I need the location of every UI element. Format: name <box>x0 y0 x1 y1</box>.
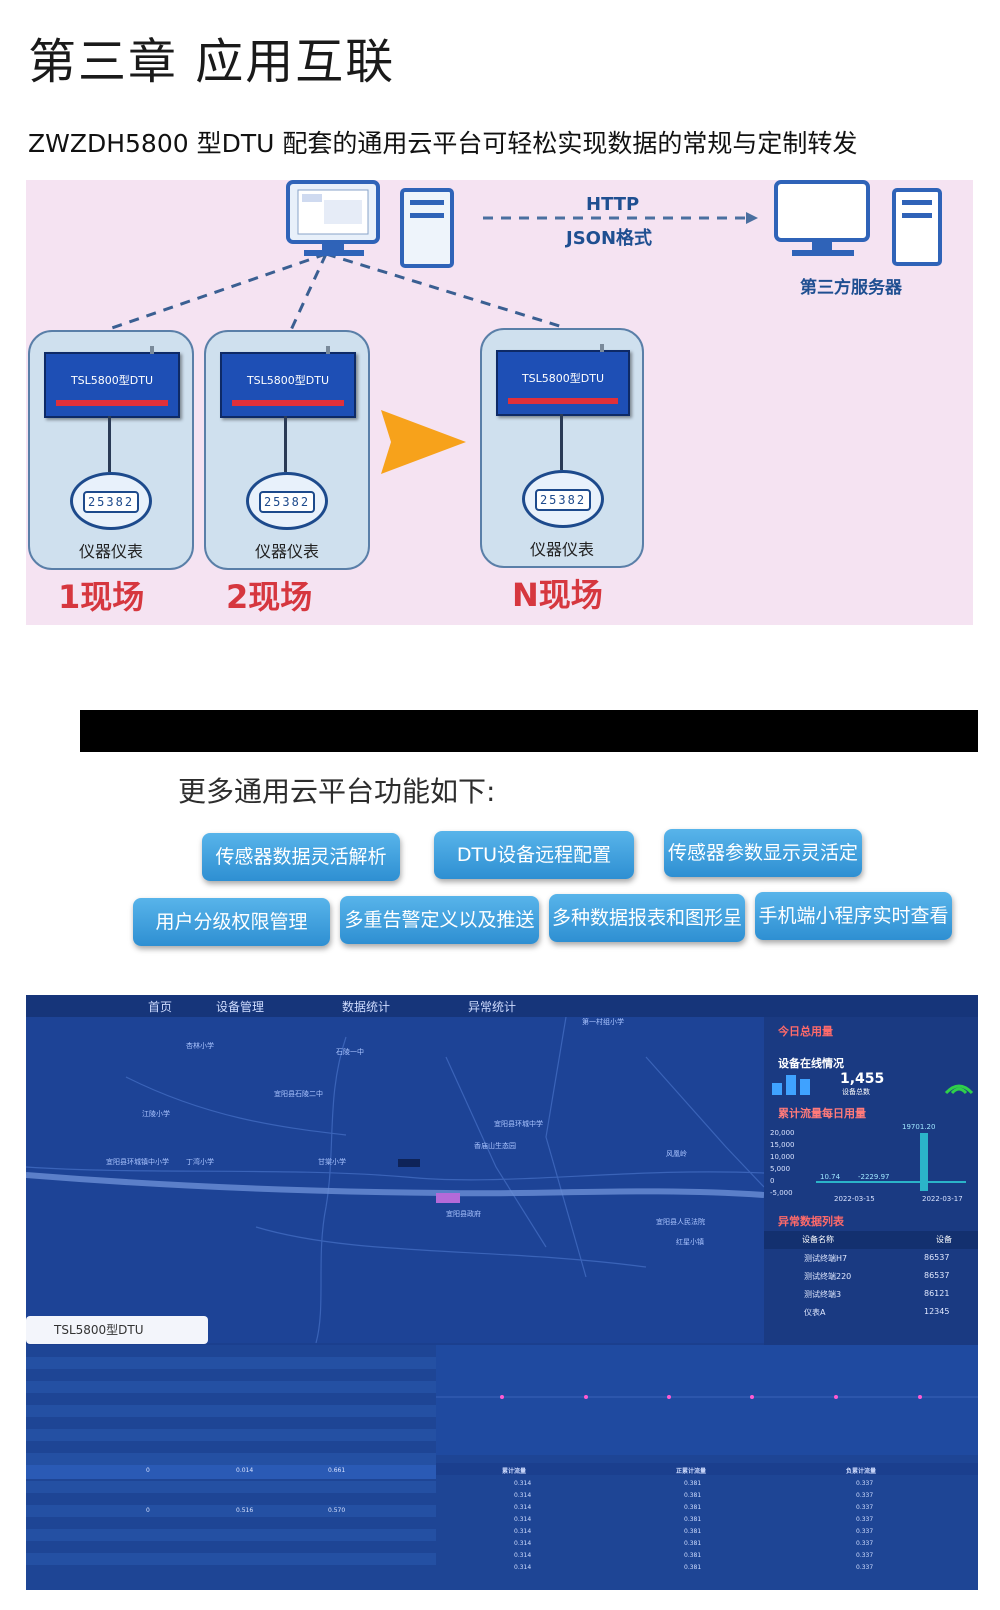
feature-permissions: 用户分级权限管理 <box>133 898 330 946</box>
dashboard-nav: 首页 设备管理 数据统计 异常统计 <box>26 995 978 1017</box>
meter-icon: 25382 <box>522 470 604 528</box>
dtu-device: TSL5800型DTU <box>220 346 356 418</box>
flow-title: 累计流量每日用量 <box>778 1107 866 1120</box>
protocol-json: JSON格式 <box>566 228 653 249</box>
chapter-title: 第三章 应用互联 <box>28 34 396 90</box>
subtitle: ZWZDH5800 型DTU 配套的通用云平台可轻松实现数据的常规与定制转发 <box>28 129 858 158</box>
dtu-tab[interactable]: TSL5800型DTU <box>26 1316 208 1344</box>
table-row[interactable]: 0 0.014 0.661 <box>26 1465 436 1479</box>
nav-device-management[interactable]: 设备管理 <box>216 1000 265 1014</box>
device-count-label: 设备总数 <box>842 1088 870 1096</box>
site-box-1: TSL5800型DTU 25382 仪器仪表 <box>28 330 194 570</box>
meter-label: 仪器仪表 <box>254 542 319 561</box>
dashboard-screenshot: 首页 设备管理 数据统计 异常统计 第一村组小学 杏林小学 石陵一中 宜阳县石陵… <box>26 995 978 1590</box>
flow-bar <box>920 1133 928 1191</box>
today-title: 今日总用量 <box>778 1025 833 1038</box>
meter-label: 仪器仪表 <box>529 540 594 559</box>
map-view[interactable]: 第一村组小学 杏林小学 石陵一中 宜阳县石陵二中 江陵小学 宜阳县环城中学 香庙… <box>26 1017 764 1343</box>
nav-data-statistics[interactable]: 数据统计 <box>342 1000 391 1014</box>
table-row[interactable]: 0.314 0.381 0.337 <box>514 1516 874 1523</box>
site-name-2: 2现场 <box>226 578 313 616</box>
nav-home[interactable]: 首页 <box>148 1000 173 1014</box>
features-heading: 更多通用云平台功能如下: <box>178 775 496 808</box>
diagram-connections <box>105 212 758 474</box>
data-table-area: 0 0.014 0.661 0 0.516 0.570 <box>26 1345 978 1590</box>
server-tower-icon <box>400 188 454 268</box>
feature-mini-program: 手机端小程序实时查看 <box>755 892 952 940</box>
abnormal-title: 异常数据列表 <box>778 1215 844 1228</box>
protocol-http: HTTP <box>586 194 640 215</box>
table-row[interactable]: 0.314 0.381 0.337 <box>514 1504 874 1511</box>
cloud-server-icon <box>284 180 384 258</box>
abnormal-row[interactable]: 测试终端3 86121 <box>804 1289 950 1299</box>
table-row[interactable]: 0.314 0.381 0.337 <box>514 1528 874 1535</box>
online-title: 设备在线情况 <box>778 1057 844 1070</box>
architecture-diagram: HTTP JSON格式 第三方服务器 TSL5800型DTU 25382 仪器仪… <box>26 180 973 625</box>
stats-panel: 今日总用量 设备在线情况 1,455 设备总数 累计流量每日用量 20,000 … <box>764 1017 978 1347</box>
arrow-icon <box>381 410 466 474</box>
dtu-device: TSL5800型DTU <box>496 344 630 416</box>
feature-alarms: 多重告警定义以及推送 <box>340 896 539 944</box>
map-roads <box>26 1017 764 1343</box>
site-name-n: N现场 <box>512 576 603 614</box>
meter-icon: 25382 <box>70 472 152 530</box>
third-party-label: 第三方服务器 <box>800 278 902 298</box>
feature-remote-config: DTU设备远程配置 <box>434 831 634 879</box>
nav-abnormal-statistics[interactable]: 异常统计 <box>468 1000 517 1014</box>
abnormal-row[interactable]: 测试终端220 86537 <box>804 1271 950 1281</box>
table-row[interactable]: 0.314 0.381 0.337 <box>514 1480 874 1487</box>
abnormal-table-header: 设备名称 设备 <box>764 1231 978 1249</box>
table-row[interactable]: 0.314 0.381 0.337 <box>514 1540 874 1547</box>
third-party-tower-icon <box>892 188 942 266</box>
dtu-device: TSL5800型DTU <box>44 346 180 418</box>
bar-chart-icon <box>772 1075 810 1095</box>
site-name-1: 1现场 <box>58 578 145 616</box>
site-box-n: TSL5800型DTU 25382 仪器仪表 <box>480 328 644 568</box>
third-party-computer-icon <box>772 180 876 262</box>
flow-chart: 20,000 15,000 10,000 5,000 0 -5,000 1970… <box>770 1123 974 1207</box>
abnormal-row[interactable]: 仪表A 12345 <box>804 1307 950 1317</box>
flow-chart-y-ticks: 20,000 15,000 10,000 5,000 0 -5,000 <box>770 1129 795 1197</box>
signal-icon <box>944 1084 974 1095</box>
table-row[interactable]: 0.314 0.381 0.337 <box>514 1564 874 1571</box>
feature-reports: 多种数据报表和图形呈现 <box>549 894 745 977</box>
meter-icon: 25382 <box>246 472 328 530</box>
table-row[interactable]: 0.314 0.381 0.337 <box>514 1492 874 1499</box>
abnormal-row[interactable]: 测试终端H7 86537 <box>804 1253 950 1263</box>
table-row[interactable]: 0.314 0.381 0.337 <box>514 1552 874 1559</box>
device-count: 1,455 <box>840 1071 885 1087</box>
table-row[interactable]: 0 0.516 0.570 <box>26 1505 436 1517</box>
site-box-2: TSL5800型DTU 25382 仪器仪表 <box>204 330 370 570</box>
trend-chart <box>436 1345 978 1455</box>
redaction-bar <box>80 710 978 752</box>
trend-line <box>436 1395 978 1399</box>
feature-sensor-parsing: 传感器数据灵活解析 <box>202 833 400 881</box>
feature-param-display: 传感器参数显示灵活定义 <box>664 829 862 912</box>
meter-label: 仪器仪表 <box>78 542 143 561</box>
right-table-header: 累计流量 正累计流量 负累计流量 <box>436 1463 978 1475</box>
